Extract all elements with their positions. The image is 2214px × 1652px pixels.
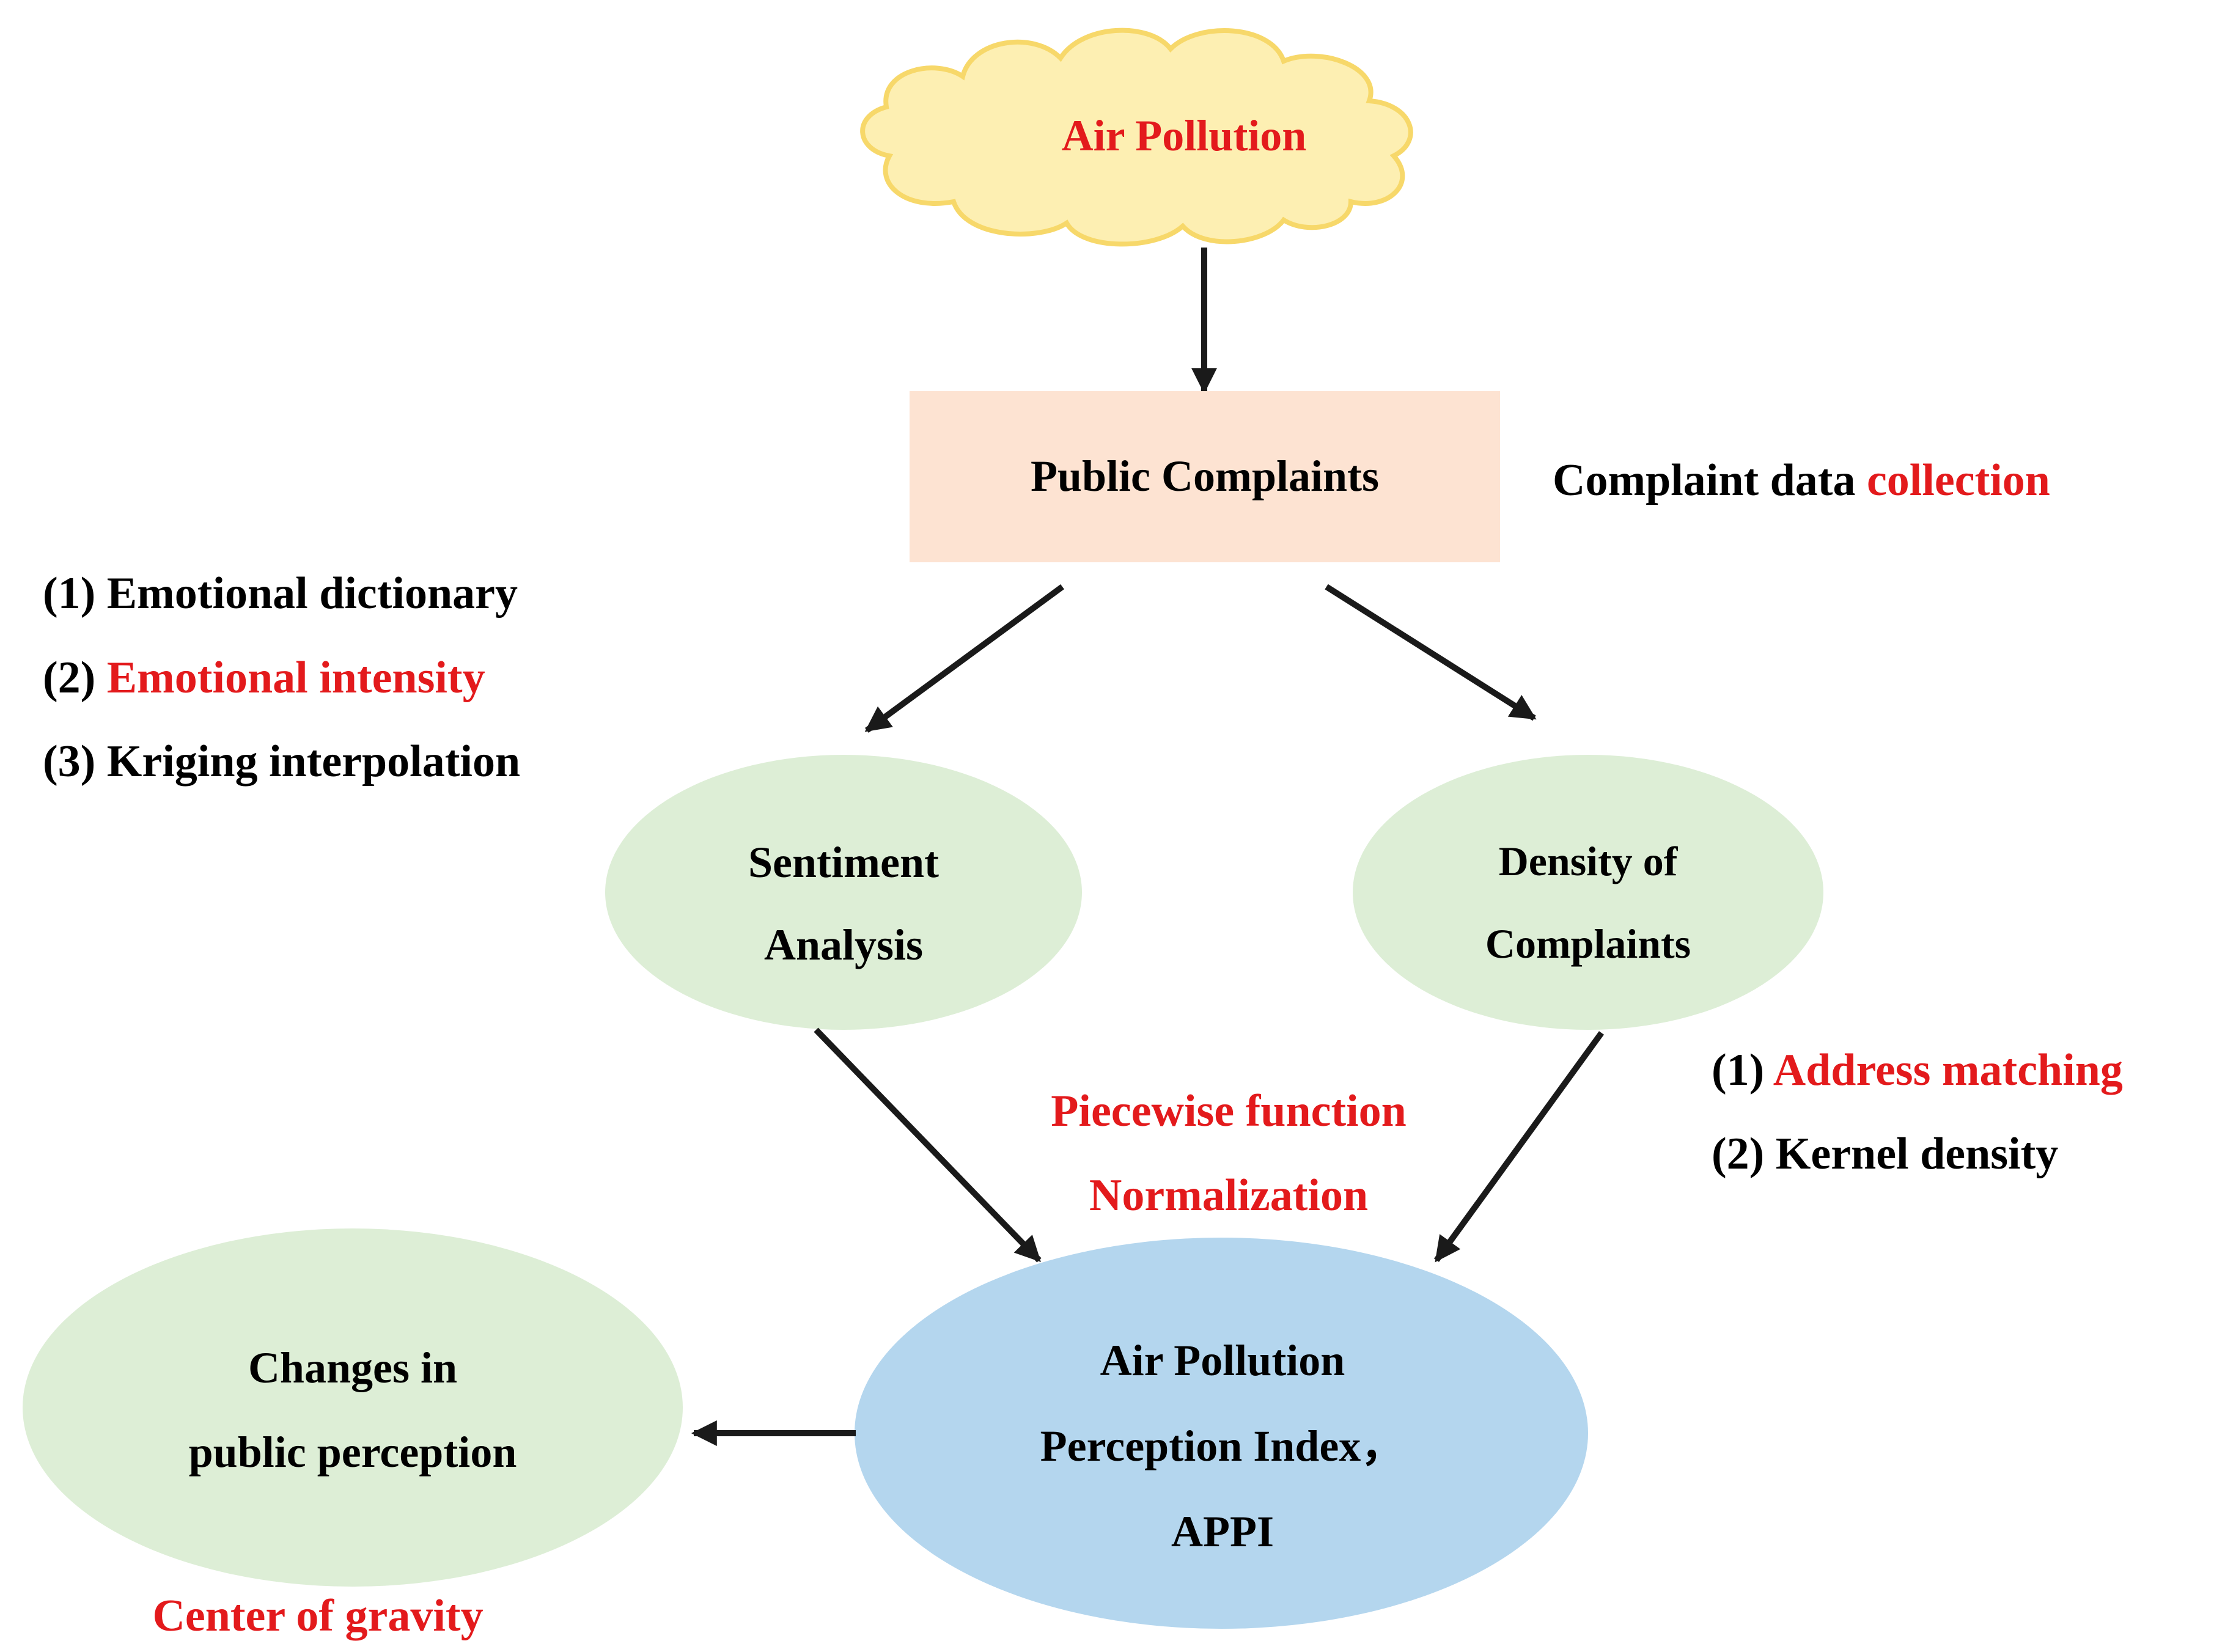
public-complaints-node: Public Complaints <box>910 391 1500 562</box>
method-text: Kriging interpolation <box>107 736 520 787</box>
method-number: (2) <box>1712 1129 1776 1179</box>
sentiment-analysis-node: Sentiment Analysis <box>605 755 1082 1030</box>
sentiment-method-3: (3) Kriging interpolation <box>43 736 520 787</box>
method-text: Kernel density <box>1776 1129 2058 1179</box>
density-method-2: (2) Kernel density <box>1712 1129 2058 1179</box>
method-text: Emotional intensity <box>107 653 485 703</box>
density-ellipse <box>1353 755 1823 1030</box>
changes-label-line1: Changes in <box>248 1343 457 1392</box>
sentiment-method-2: (2) Emotional intensity <box>43 653 485 703</box>
normalization-annotation: Normalization <box>1089 1170 1368 1221</box>
piecewise-function-annotation: Piecewise function <box>1051 1086 1407 1136</box>
arrow-density-to-appi <box>1433 1031 1605 1263</box>
center-of-gravity-annotation: Center of gravity <box>152 1591 483 1641</box>
appi-label-line1: Air Pollution <box>1100 1336 1345 1385</box>
density-methods-list: (1) Address matching (2) Kernel density <box>1712 1045 2123 1179</box>
public-complaints-box <box>910 391 1500 562</box>
sentiment-methods-list: (1) Emotional dictionary (2) Emotional i… <box>43 568 520 787</box>
sentiment-label-line2: Analysis <box>764 920 923 969</box>
arrow-complaints-to-sentiment <box>864 584 1064 733</box>
arrow-complaints-to-density <box>1325 584 1537 721</box>
collection-prefix: Complaint data <box>1553 455 1867 505</box>
public-complaints-label: Public Complaints <box>1031 452 1379 501</box>
density-method-1: (1) Address matching <box>1712 1045 2123 1095</box>
method-number: (1) <box>1712 1045 1773 1095</box>
sentiment-ellipse <box>605 755 1082 1030</box>
air-pollution-node: Air Pollution <box>860 28 1413 247</box>
method-text: Address matching <box>1773 1045 2123 1095</box>
method-number: (2) <box>43 653 107 703</box>
method-number: (3) <box>43 736 107 787</box>
appi-label-line3: APPI <box>1171 1507 1274 1556</box>
collection-highlight: collection <box>1867 455 2050 505</box>
sentiment-label-line1: Sentiment <box>748 838 939 887</box>
method-number: (1) <box>43 568 107 619</box>
appi-node: Air Pollution Perception Index， APPI <box>855 1238 1588 1629</box>
appi-label-line2: Perception Index， <box>1040 1422 1405 1470</box>
density-node: Density of Complaints <box>1353 755 1823 1030</box>
changes-label-line2: public perception <box>189 1428 517 1477</box>
density-label-line2: Complaints <box>1485 920 1691 967</box>
air-pollution-label: Air Pollution <box>1062 111 1307 160</box>
sentiment-method-1: (1) Emotional dictionary <box>43 568 518 619</box>
collection-annotation: Complaint data collection <box>1553 455 2050 505</box>
changes-perception-node: Changes in public perception <box>23 1228 683 1587</box>
density-label-line1: Density of <box>1499 838 1679 884</box>
arrow-sentiment-to-appi <box>814 1027 1042 1263</box>
method-text: Emotional dictionary <box>107 568 518 619</box>
appi-ellipse <box>855 1238 1588 1629</box>
cloud-shape <box>860 28 1413 247</box>
changes-ellipse <box>23 1228 683 1587</box>
